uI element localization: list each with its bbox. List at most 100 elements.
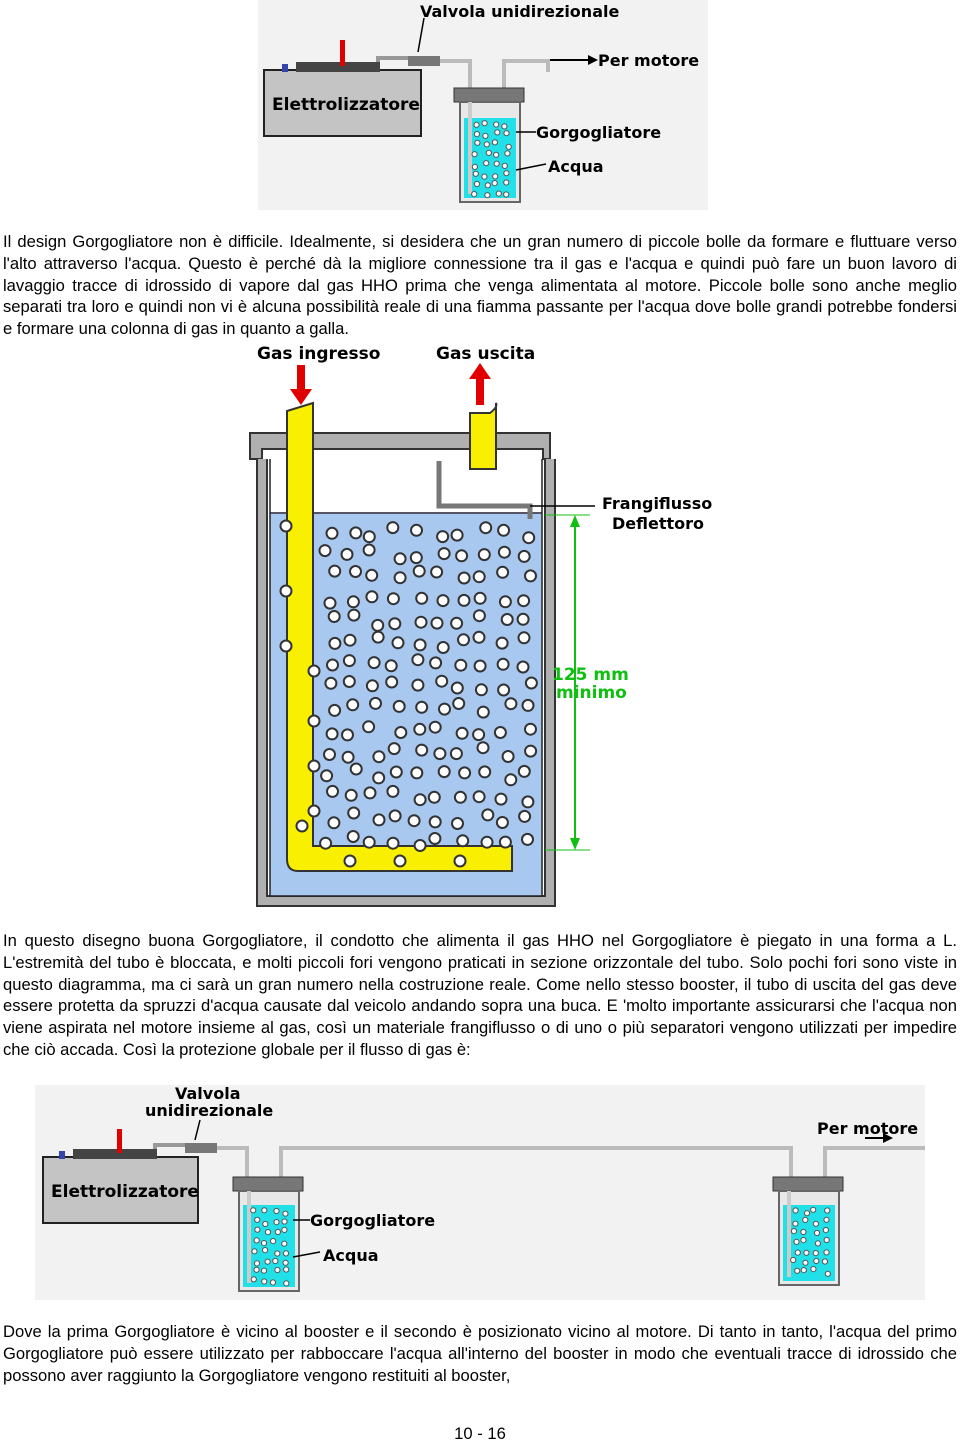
bubble xyxy=(450,528,464,542)
bubble xyxy=(794,1267,801,1274)
bubble xyxy=(272,1257,279,1265)
bubble xyxy=(295,819,309,833)
bubble xyxy=(476,741,490,755)
bubble xyxy=(455,549,469,563)
bubble xyxy=(437,765,451,779)
bubble xyxy=(496,565,510,579)
bubble xyxy=(262,1247,269,1254)
bubble xyxy=(261,1207,268,1214)
bubble xyxy=(802,1216,809,1223)
bubble xyxy=(435,674,449,688)
bubble xyxy=(279,639,293,653)
bubble xyxy=(371,630,385,644)
bubble xyxy=(369,696,382,710)
bubble xyxy=(254,1216,261,1223)
bubble xyxy=(482,132,489,139)
bubble xyxy=(790,1256,797,1264)
bubble xyxy=(274,1266,281,1274)
bubble xyxy=(814,1240,822,1247)
bubble xyxy=(365,568,379,582)
bubble xyxy=(413,839,427,852)
bubble xyxy=(802,1259,809,1266)
bubble xyxy=(394,726,408,739)
bubble xyxy=(307,759,321,773)
bubble xyxy=(279,519,293,533)
bubble xyxy=(429,656,443,670)
red-terminal xyxy=(117,1129,122,1153)
one-way-valve xyxy=(185,1143,217,1153)
bubble xyxy=(498,835,512,849)
bubble xyxy=(323,596,337,610)
bubble xyxy=(274,1228,281,1236)
bubble xyxy=(260,1240,268,1247)
bubble xyxy=(455,726,469,740)
bubble xyxy=(491,180,498,187)
bubble xyxy=(451,817,464,830)
bubble xyxy=(269,1279,277,1286)
bubble xyxy=(472,790,486,804)
valve-label: Valvola unidirezionale xyxy=(420,2,619,21)
bubble xyxy=(504,697,518,711)
bubble xyxy=(790,1228,798,1235)
bubble xyxy=(349,565,362,578)
bubble xyxy=(457,633,470,647)
bubble xyxy=(495,636,509,650)
bubble xyxy=(415,743,429,757)
bubble xyxy=(453,790,467,804)
paragraph-2: In questo disegno buona Gorgogliatore, i… xyxy=(3,931,957,1059)
bubble xyxy=(346,830,360,843)
bubble xyxy=(273,1207,280,1215)
bubble xyxy=(264,1258,271,1265)
bubble xyxy=(428,720,442,734)
bubble xyxy=(449,747,463,761)
bubble xyxy=(411,678,425,692)
bubble xyxy=(479,521,493,535)
bubble xyxy=(362,835,376,849)
gas-in-arrow xyxy=(290,365,312,405)
bubble xyxy=(326,658,339,672)
bubble xyxy=(472,728,486,742)
bubble xyxy=(524,569,537,583)
bubble xyxy=(812,1220,820,1227)
bubble xyxy=(362,530,376,544)
bubble xyxy=(484,182,491,189)
bubble xyxy=(324,676,338,690)
bubble xyxy=(522,531,536,545)
height-label-2: minimo xyxy=(556,683,627,703)
bubble xyxy=(349,526,363,540)
bubble xyxy=(493,151,500,158)
electrolyzer-label: Elettrolizzatore xyxy=(51,1182,199,1202)
bubble xyxy=(516,612,530,626)
bubble xyxy=(388,809,402,823)
bubble xyxy=(409,551,423,565)
bubble xyxy=(493,121,500,128)
bubble xyxy=(365,590,379,604)
bubble xyxy=(372,813,386,827)
bubble xyxy=(253,1237,260,1244)
bubble xyxy=(503,130,510,137)
bubble xyxy=(495,190,502,197)
bubble xyxy=(407,814,421,828)
bubble xyxy=(503,170,510,177)
bubble xyxy=(473,131,480,138)
bubble xyxy=(503,191,510,198)
bubble xyxy=(279,584,293,598)
gas-out-label: Gas uscita xyxy=(436,344,535,364)
bubble xyxy=(367,656,381,670)
bubble xyxy=(524,722,537,736)
bubble xyxy=(484,192,491,199)
bubble xyxy=(328,564,342,578)
bubble xyxy=(483,160,490,167)
bubble xyxy=(494,129,501,136)
bubble xyxy=(385,675,399,689)
baffle-deflector xyxy=(436,461,533,519)
bubble xyxy=(254,1226,261,1233)
bubble xyxy=(415,700,429,714)
bubble xyxy=(493,160,500,167)
bubble xyxy=(472,570,486,584)
bubble xyxy=(413,722,427,736)
bubble xyxy=(392,699,406,713)
bubble xyxy=(498,595,512,609)
bubble xyxy=(517,549,531,563)
bubble xyxy=(504,150,511,157)
